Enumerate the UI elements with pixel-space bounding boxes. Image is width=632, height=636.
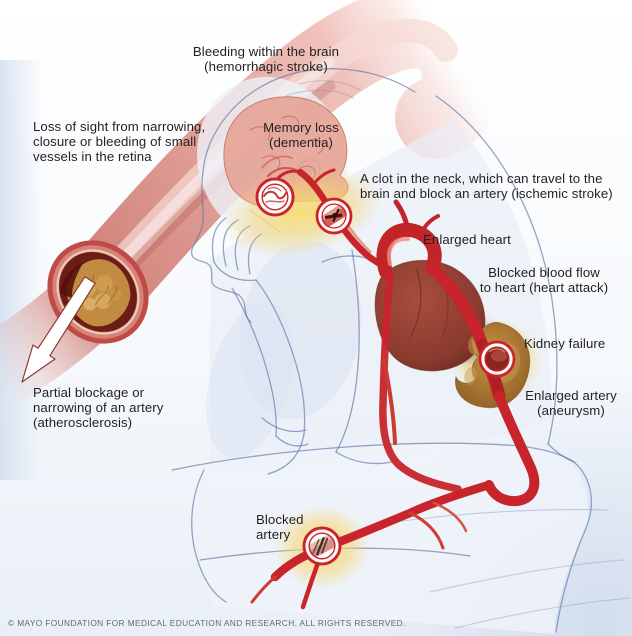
label-heart-attack: Blocked blood flow to heart (heart attac… [479,265,609,295]
label-dementia: Memory loss (dementia) [263,120,339,150]
label-aneurysm: Enlarged artery (aneurysm) [525,388,617,418]
label-blocked-artery: Blocked artery [256,512,304,542]
neck-clot-marker-icon [315,197,353,235]
label-retina-damage: Loss of sight from narrowing, closure or… [33,119,206,164]
plaque-arrow-icon [21,276,96,383]
label-ischemic-stroke: A clot in the neck, which can travel to … [360,171,613,201]
leg-blockage-marker-icon [302,526,342,566]
kidney-aneurysm-marker-icon [478,340,516,378]
label-hemorrhagic-stroke: Bleeding within the brain (hemorrhagic s… [192,44,340,74]
label-atherosclerosis: Partial blockage or narrowing of an arte… [33,385,164,430]
artery-tree [250,155,540,610]
retina-damage-marker-icon [255,177,295,217]
label-enlarged-heart: Enlarged heart [423,232,511,247]
copyright-notice: © MAYO FOUNDATION FOR MEDICAL EDUCATION … [8,618,406,628]
label-kidney-failure: Kidney failure [524,336,606,351]
